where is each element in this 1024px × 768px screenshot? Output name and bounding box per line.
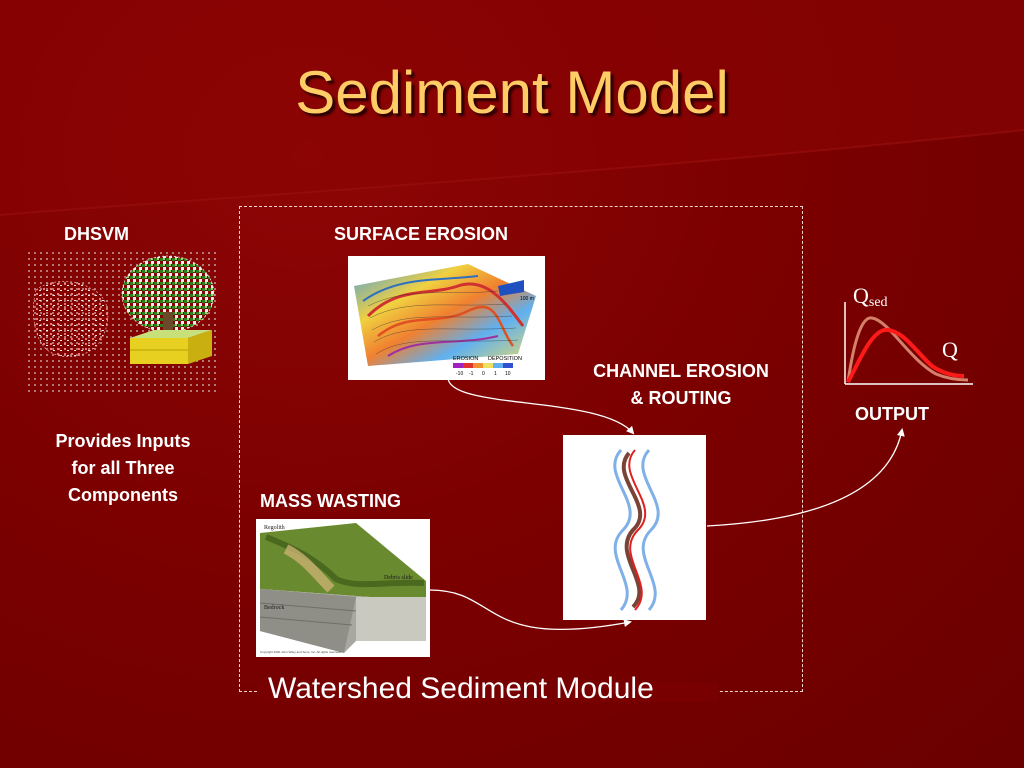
channel-erosion-label: CHANNEL EROSION & ROUTING [556, 358, 806, 412]
legend-tick-4: 1 [494, 371, 497, 377]
scale-text: 100 m [520, 296, 534, 302]
dhsvm-description: Provides Inputs for all Three Components [30, 428, 216, 509]
mass-wasting-image: Regolith Bedrock Debris slide Copyright … [256, 519, 430, 657]
bedrock-annotation: Bedrock [264, 605, 284, 611]
legend-tick-5: 10 [505, 371, 511, 377]
deposition-legend-label: DEPOSITION [488, 356, 522, 362]
dhsvm-description-line-3: Components [68, 485, 178, 505]
channel-erosion-image [563, 435, 706, 620]
module-box-label-gap [258, 682, 718, 702]
channel-erosion-label-line-2: & ROUTING [630, 388, 732, 408]
qsed-subscript: sed [868, 295, 888, 310]
dhsvm-description-line-1: Provides Inputs [55, 431, 191, 451]
erosion-legend-label: EROSION [453, 356, 478, 362]
mass-wasting-label: MASS WASTING [260, 491, 402, 511]
legend-tick-1: -10 [456, 371, 463, 377]
dhsvm-image [28, 252, 218, 392]
q-symbol: Q [942, 337, 958, 362]
dhsvm-description-line-2: for all Three [71, 458, 175, 478]
copyright-annotation: Copyright 2000 John Wiley and Sons, Inc.… [260, 650, 342, 654]
qsed-main: Q [853, 283, 869, 308]
dhsvm-label: DHSVM [64, 224, 130, 244]
regolith-annotation: Regolith [264, 525, 285, 531]
surface-erosion-label: SURFACE EROSION [334, 224, 509, 244]
debris-slide-annotation: Debris slide [384, 575, 413, 581]
watershed-module-label: Watershed Sediment Module [268, 672, 654, 705]
output-graph [840, 300, 975, 390]
slide-title: Sediment Model [295, 59, 729, 126]
output-label: OUTPUT [855, 404, 929, 424]
surface-erosion-image: 100 m EROSION DEPOSITION -10 -1 0 1 10 [348, 256, 545, 380]
legend-tick-3: 0 [482, 371, 485, 377]
legend-tick-2: -1 [469, 371, 474, 377]
qsed-symbol: Qsed [853, 283, 888, 310]
channel-erosion-label-line-1: CHANNEL EROSION [593, 361, 769, 381]
